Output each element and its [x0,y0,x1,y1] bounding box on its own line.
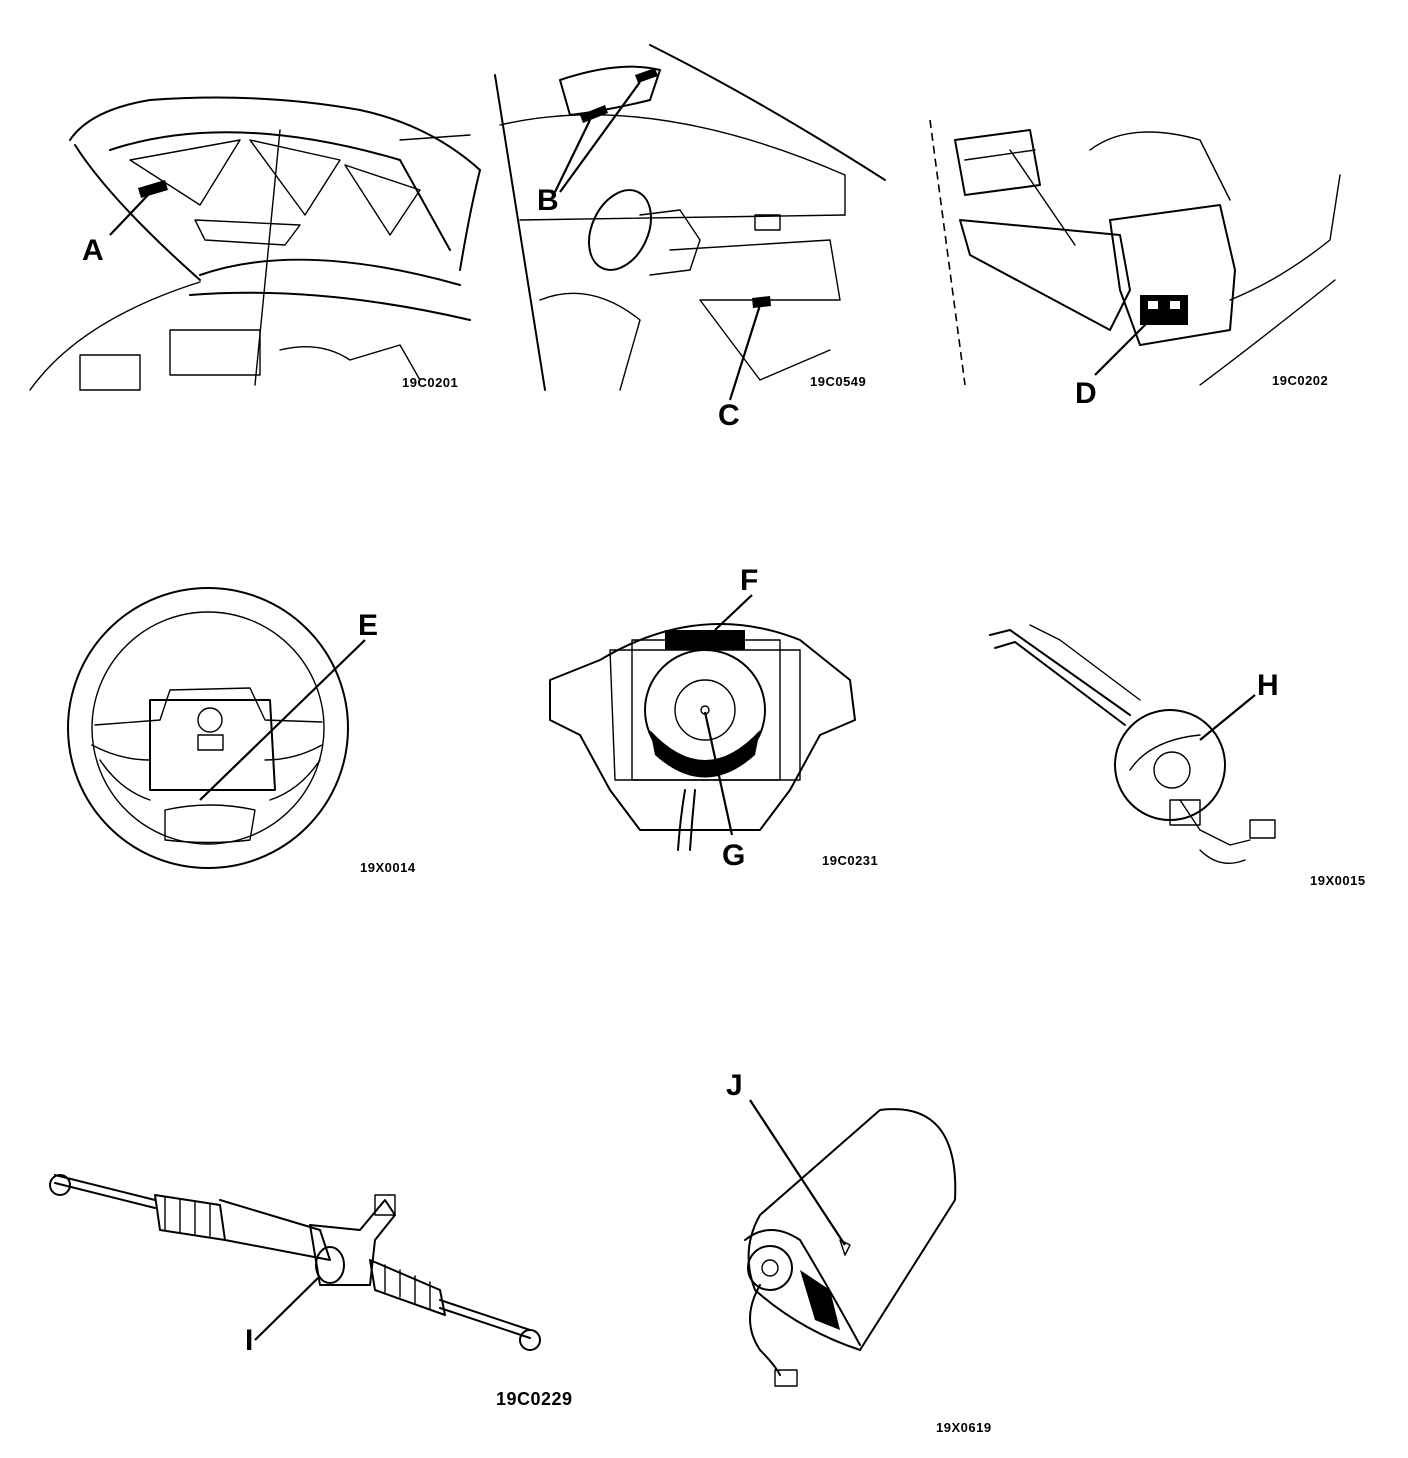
callout-b: B [537,184,559,217]
callout-c: C [718,399,740,432]
panel-hood-engine-bay: A 19C0201 [29,96,481,391]
panel-clock-spring: H 19X0015 [989,624,1366,888]
figure-code-j: 19X0619 [936,1420,992,1435]
callout-f: F [740,564,758,597]
callout-e: E [358,609,378,642]
figure-code-b-c: 19C0549 [810,374,866,389]
figure-code-e: 19X0014 [360,860,416,875]
figure-code-f-g: 19C0231 [822,853,878,868]
panel-airbag-module: F G 19C0231 [549,564,878,872]
callout-d-label: D [1075,377,1097,410]
panel-steering-wheel: E 19X0014 [67,587,416,875]
figure-code-h: 19X0015 [1310,873,1366,888]
panel-dashboard-interior: B C 19C0549 [494,44,886,432]
panel-center-console: D 19C0202 [929,119,1341,410]
figure-code-a: 19C0201 [402,375,458,390]
figure-code-d: 19C0202 [1272,373,1328,388]
callout-j: J [726,1069,743,1102]
callout-h: H [1257,669,1279,702]
panel-airbag-cushion: J 19X0619 [726,1069,992,1435]
callout-i: I [245,1324,253,1357]
panel-steering-rack: I 19C0229 [49,1174,573,1409]
callout-a: A [82,234,104,267]
callout-g: G [722,839,745,872]
figure-code-i: 19C0229 [496,1389,573,1409]
